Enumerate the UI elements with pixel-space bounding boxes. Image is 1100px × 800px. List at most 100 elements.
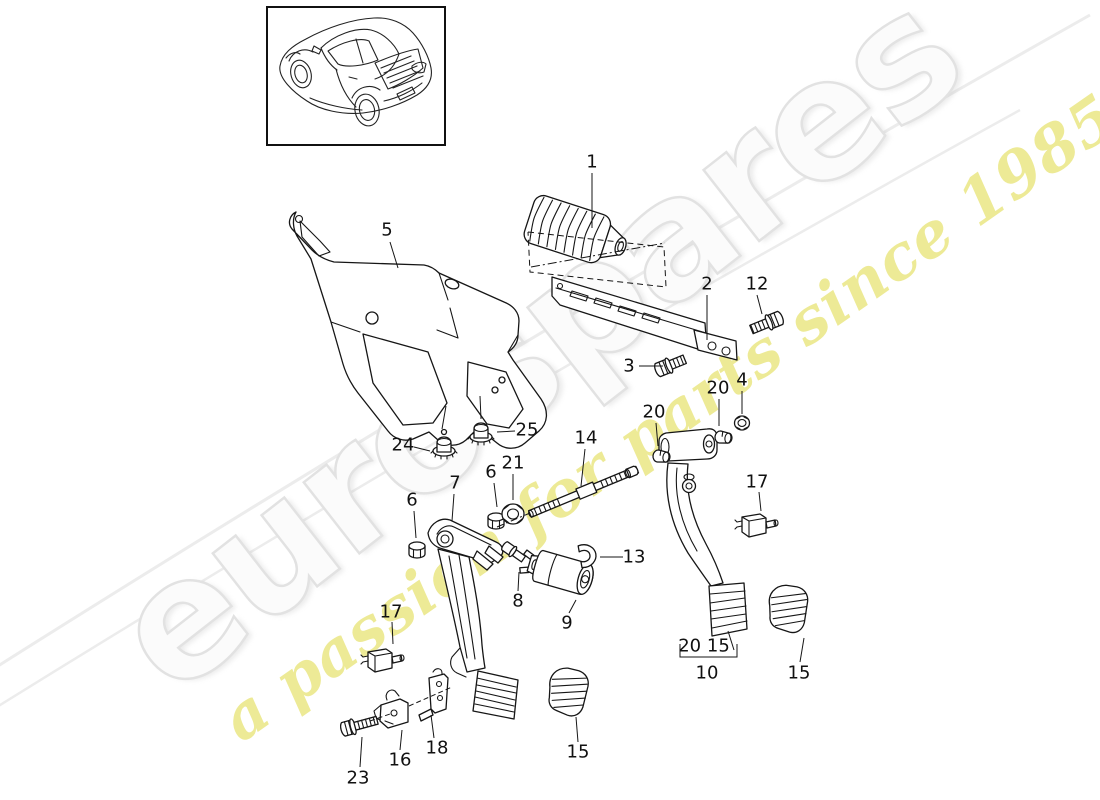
clip20t-slot	[721, 431, 724, 437]
callout-5: 5	[381, 220, 392, 241]
callout-15: 15	[567, 742, 590, 763]
bolt23-axis-line	[369, 713, 391, 722]
nut25-top	[473, 423, 489, 433]
brake-arm	[666, 462, 724, 587]
car-taillight	[411, 61, 427, 74]
callout-leader-23	[359, 736, 363, 768]
part-1-bellows	[523, 194, 627, 264]
callout-leader-6	[413, 510, 417, 539]
car-thumbnail	[266, 6, 446, 146]
callout-6: 6	[406, 490, 417, 511]
part-15-pad-left	[548, 667, 589, 717]
part-5-pedal-bracket	[288, 211, 548, 449]
brake-pivot-nut-hole	[685, 482, 693, 490]
part-4-nut	[733, 415, 751, 431]
damper-collar-line	[547, 553, 558, 586]
rod-axis-line	[496, 512, 531, 528]
callout-17: 17	[380, 602, 403, 623]
pedal7-fork-2	[484, 545, 504, 564]
car-rear-wheel	[354, 93, 380, 127]
bar-left-hole	[556, 282, 564, 290]
part-15-pad-right	[768, 584, 809, 634]
callout-leader-7	[451, 493, 455, 522]
clip20t-end	[724, 432, 732, 444]
callout-7: 7	[449, 473, 460, 494]
callout-21: 21	[502, 453, 525, 474]
bracket-foot-hole-1	[440, 428, 448, 436]
bolt8-head	[501, 541, 516, 556]
switch17l-body	[367, 648, 393, 673]
callout-9: 9	[561, 613, 572, 634]
pad-to-bracket-line	[727, 630, 735, 651]
part-24-nut	[430, 436, 458, 460]
pedal7-plate-ridges	[474, 677, 517, 713]
bracket-web-line	[436, 307, 459, 339]
pedal7-arm-ridges	[448, 554, 476, 660]
bracket16-body	[379, 698, 409, 729]
car-rear-bumper	[383, 82, 423, 102]
nut6l-top	[408, 541, 426, 551]
bracket16-slot	[384, 720, 394, 725]
part-7-clutch-pedal	[427, 518, 519, 720]
clip13-body	[577, 544, 597, 569]
bolt3-facets	[658, 360, 669, 376]
brake-arm-ridge	[675, 467, 698, 552]
callout-14: 14	[575, 428, 598, 449]
switch17l-tip	[399, 654, 405, 662]
callout-16: 16	[389, 750, 412, 771]
pedal7-pivot-inner	[440, 534, 450, 544]
bar-edge-line	[555, 287, 707, 334]
clip20l-slot	[659, 450, 662, 456]
car-rear-arch	[351, 86, 381, 99]
nut24-teeth	[430, 450, 458, 460]
part-14-push-rod	[528, 465, 640, 518]
rod-left-tip	[528, 509, 534, 518]
pedal7-ear	[450, 647, 467, 678]
car-engine-cover	[374, 48, 424, 90]
callout-2: 2	[701, 274, 712, 295]
car-door-line	[335, 68, 357, 108]
car-mirror	[311, 45, 322, 55]
callout-leader-12	[756, 294, 763, 315]
callout-18: 18	[426, 738, 449, 759]
bracket16-wing	[373, 704, 382, 721]
brake-tube-hole	[705, 440, 713, 448]
rod-threads-left	[533, 498, 561, 516]
car-front-arch	[288, 49, 314, 62]
nut21-facets	[503, 504, 523, 524]
callout-leader-14	[580, 448, 586, 487]
part-13-clip	[577, 544, 597, 569]
callout-12: 12	[746, 274, 769, 295]
car-deck-slats	[380, 55, 424, 89]
brake-pivot-nut	[681, 478, 697, 494]
part-16-bracket	[373, 689, 409, 729]
car-glass-divider	[355, 38, 364, 64]
car-rear-rim	[358, 99, 376, 121]
damper-socket	[581, 575, 590, 584]
part-17-switch-right	[734, 513, 779, 538]
brake-tube-right-end	[702, 434, 716, 454]
pedal7-arm	[437, 548, 486, 673]
callout-leader-20	[655, 422, 659, 447]
bellows-ridges	[529, 196, 605, 262]
plane-box	[527, 231, 667, 288]
pedal7-fork-1	[472, 550, 494, 571]
bracket-side-hole	[365, 311, 379, 325]
callout-25: 25	[516, 420, 539, 441]
callout-leader-15	[799, 637, 805, 663]
pedal7-pivot-outer	[436, 530, 454, 548]
rod-threads-right	[600, 470, 628, 488]
nut4-hole	[737, 418, 747, 428]
bolt12-facets	[769, 312, 780, 328]
nut21-outer	[501, 503, 525, 525]
callout-leader-15	[575, 716, 579, 743]
part-25-nut	[467, 422, 495, 446]
bracket-cutout-left	[362, 333, 448, 426]
part-9-damper	[519, 549, 594, 595]
callout-leader-8	[517, 571, 520, 592]
callout-10: 10	[696, 663, 719, 684]
bracket-fold-lines	[330, 272, 519, 353]
bracket18-foot	[418, 708, 434, 722]
